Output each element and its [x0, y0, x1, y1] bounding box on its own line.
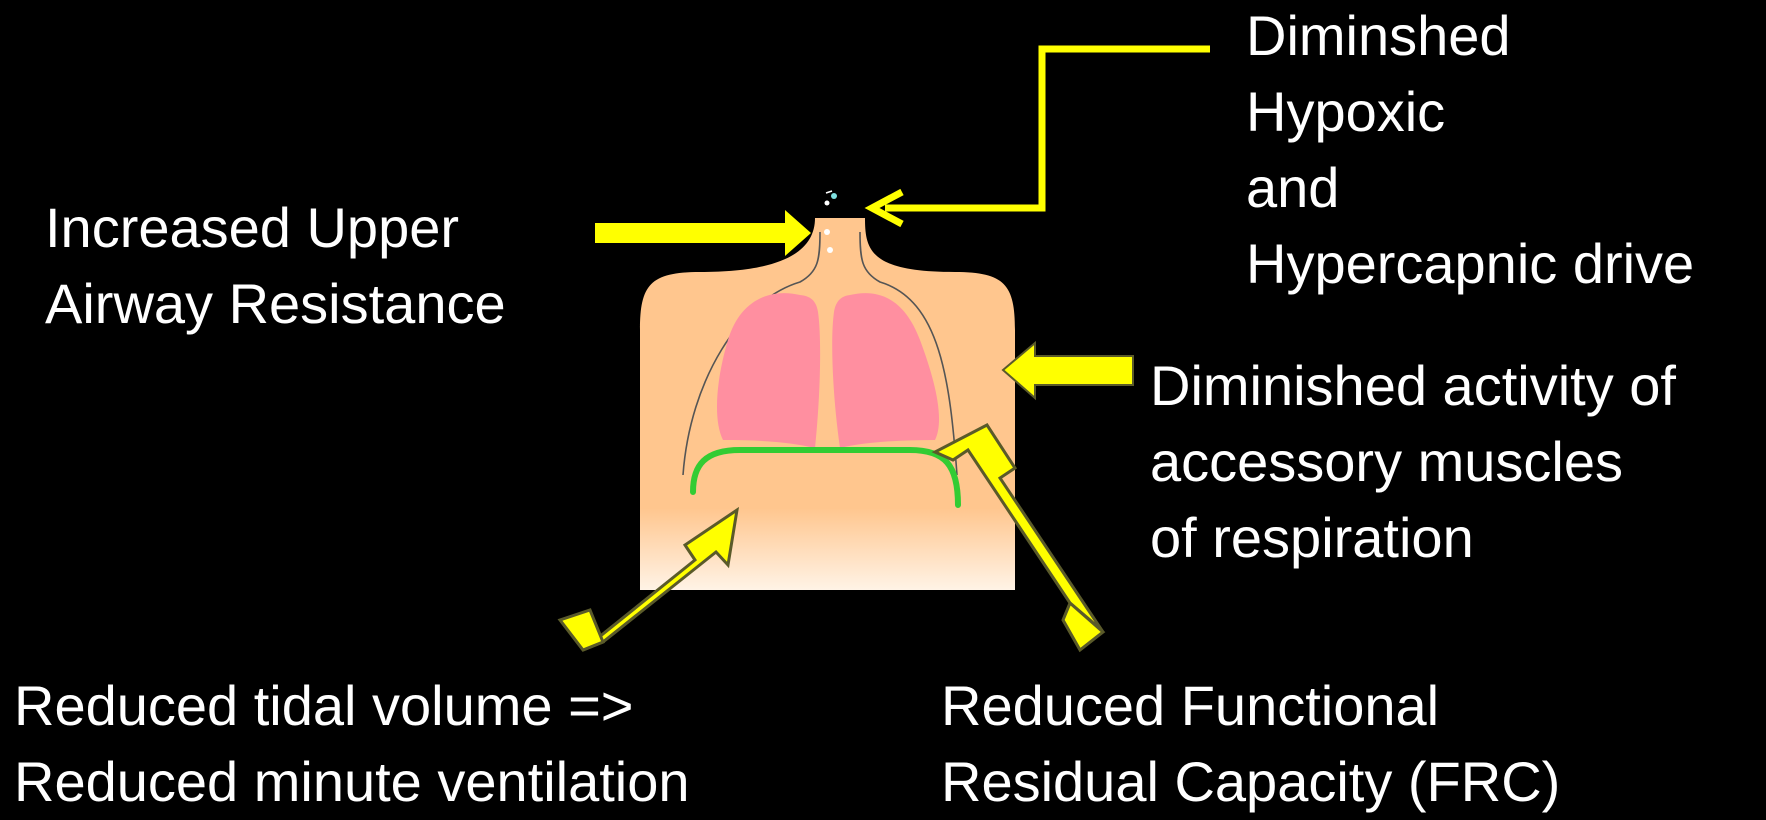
upper-airway-label: Increased Upper Airway Resistance: [45, 190, 506, 342]
label-line: Airway Resistance: [45, 266, 506, 342]
elbow-arrow-connector: [885, 49, 1210, 208]
label-line: Reduced minute ventilation: [14, 744, 690, 820]
label-line: Diminished activity of: [1150, 348, 1676, 424]
label-line: accessory muscles: [1150, 424, 1676, 500]
label-line: Diminshed: [1246, 0, 1694, 74]
hypoxic-drive-label: Diminshed Hypoxic and Hypercapnic drive: [1246, 0, 1694, 302]
label-line: Reduced tidal volume =>: [14, 668, 690, 744]
label-line: and: [1246, 150, 1694, 226]
label-line: Residual Capacity (FRC): [941, 744, 1560, 820]
label-line: Increased Upper: [45, 190, 506, 266]
accessory-muscles-label: Diminished activity of accessory muscles…: [1150, 348, 1676, 576]
frc-label: Reduced Functional Residual Capacity (FR…: [941, 668, 1560, 820]
upper-airway-arrow: [595, 210, 811, 256]
label-line: Hypercapnic drive: [1246, 226, 1694, 302]
label-line: Hypoxic: [1246, 74, 1694, 150]
tidal-volume-label: Reduced tidal volume => Reduced minute v…: [14, 668, 690, 820]
label-line: of respiration: [1150, 500, 1676, 576]
tidal-volume-arrow-tail: [560, 610, 603, 650]
label-line: Reduced Functional: [941, 668, 1560, 744]
accessory-muscles-arrow: [1003, 343, 1133, 398]
